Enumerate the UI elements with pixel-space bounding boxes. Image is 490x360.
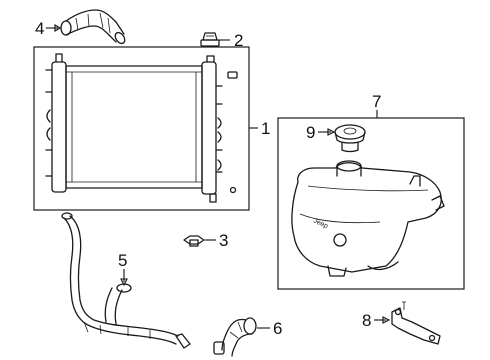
clip-icon (183, 235, 205, 247)
callout-2: 2 (234, 31, 243, 50)
callout-6: 6 (273, 319, 282, 338)
radiator-icon (45, 53, 238, 203)
upper-hose-icon (60, 9, 126, 45)
callout-3: 3 (219, 231, 228, 250)
callout-5: 5 (118, 251, 127, 270)
reservoir-frame (277, 117, 465, 290)
reservoir-cap-icon (334, 124, 366, 153)
callout-1: 1 (261, 119, 270, 138)
callout-9: 9 (306, 123, 315, 142)
callout-4: 4 (35, 19, 44, 38)
callout-7: 7 (372, 92, 381, 111)
radiator-mount-bushing-icon (200, 32, 220, 47)
lower-hose-icon (61, 212, 191, 349)
tank-marking: Jeep (312, 217, 329, 230)
reservoir-bracket-icon (391, 301, 441, 345)
coolant-reservoir-icon: Jeep (291, 160, 445, 277)
callout-8: 8 (362, 311, 371, 330)
outlet-hose-icon (213, 317, 257, 357)
